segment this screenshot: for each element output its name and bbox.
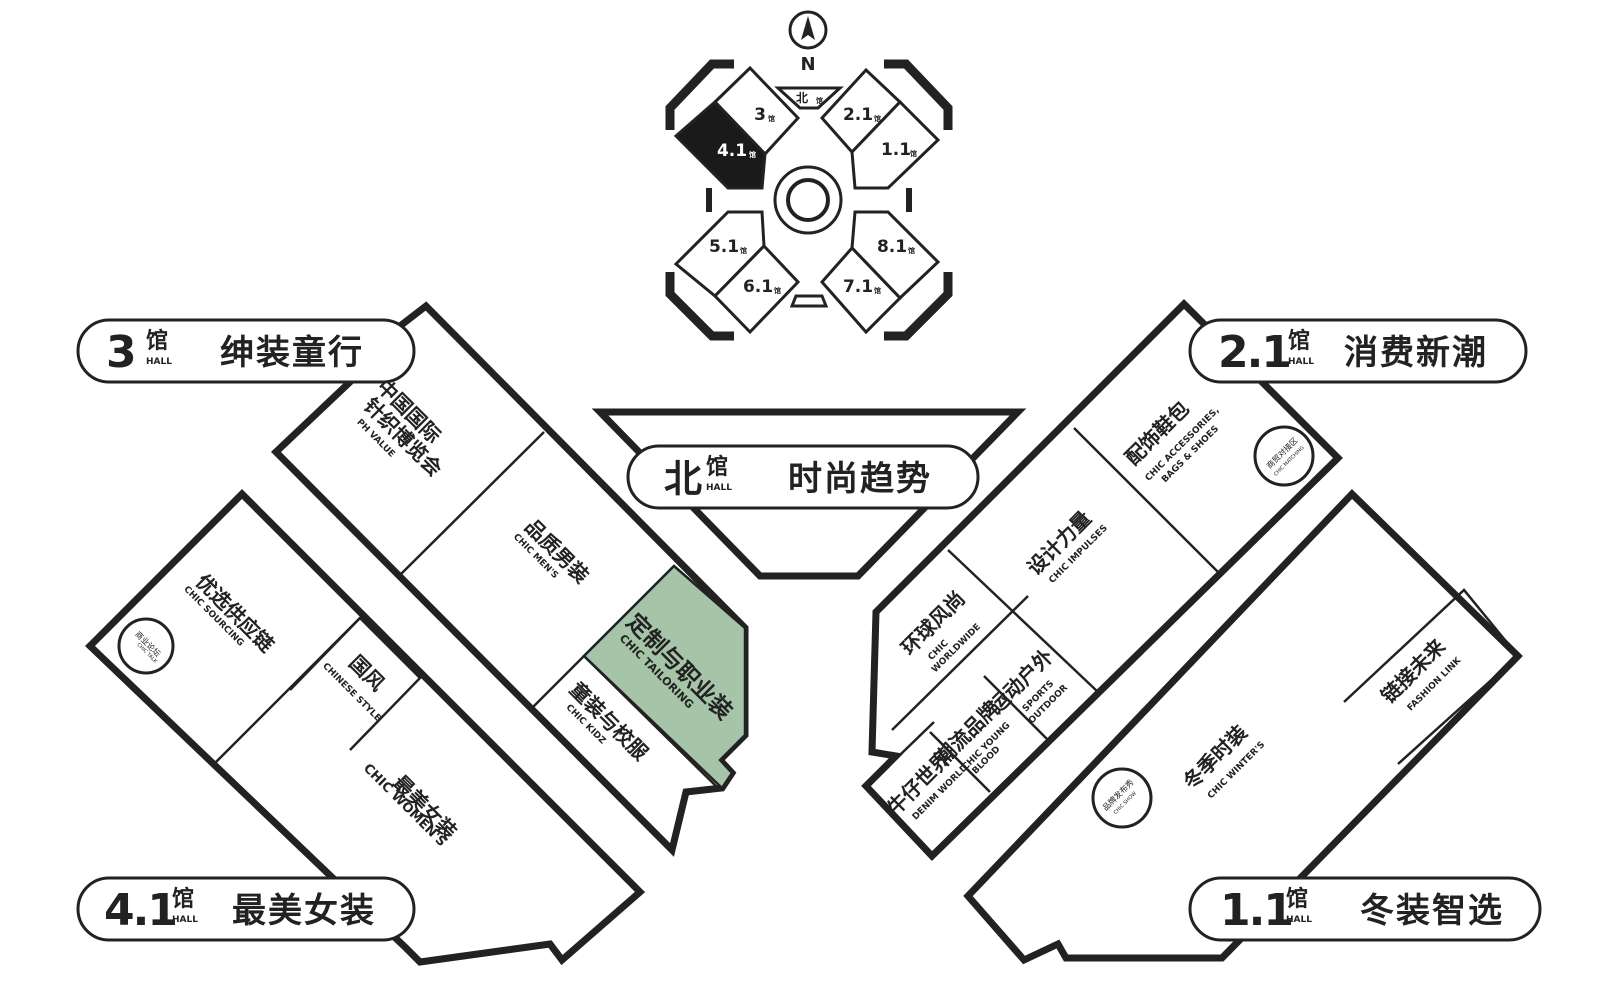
minimap-label-61: 6.1 <box>743 277 773 297</box>
minimap-hall-41[interactable] <box>673 99 767 190</box>
hall-11-outline[interactable] <box>963 489 1523 965</box>
hall-pill-21-guan: 馆 <box>1288 328 1310 354</box>
minimap-bracket-nw <box>665 59 734 130</box>
hall-21-divider-4 <box>983 675 1051 743</box>
minimap-hall-11[interactable] <box>850 99 941 190</box>
minimap-hall-71[interactable] <box>820 245 903 335</box>
minimap-sub-51: 馆 <box>740 246 747 255</box>
minimap-sub-3: 馆 <box>768 114 775 123</box>
minimap-label-41: 4.1 <box>717 141 747 161</box>
minimap-hall-81[interactable] <box>850 210 941 301</box>
minimap-bracket-se <box>884 272 953 341</box>
hall-pill-21-number: 2.1 <box>1218 327 1290 378</box>
minimap-halls <box>673 65 941 335</box>
minimap-label-81: 8.1 <box>877 237 907 257</box>
hall-21-divider-6 <box>871 721 935 783</box>
hall-pill-11-guan: 馆 <box>1286 886 1308 912</box>
hall-pill-north-bg <box>626 444 980 510</box>
hall-pill-11-number: 1.1 <box>1220 885 1292 936</box>
hall-pill-3-bg <box>76 318 416 384</box>
compass-arrow-icon <box>801 16 815 40</box>
minimap-hall-51[interactable] <box>673 210 766 299</box>
minimap-west-block <box>706 188 712 212</box>
minimap-bracket-sw <box>665 272 734 341</box>
hall-pill-3-en: HALL <box>146 357 172 367</box>
hall-pill-41-en: HALL <box>172 915 198 925</box>
minimap-hall-north[interactable] <box>774 86 844 110</box>
minimap-sub-61: 馆 <box>774 286 781 295</box>
minimap-sub-north: 馆 <box>816 96 823 105</box>
hall-pill-north-guan: 馆 <box>706 454 728 480</box>
hall-11-fashionlink-box <box>1343 588 1520 765</box>
hall-pill-41-guan: 馆 <box>172 886 194 912</box>
hall-21-divider-1 <box>1073 427 1219 573</box>
minimap-label-21: 2.1 <box>843 105 873 125</box>
minimap-label-51: 5.1 <box>709 237 739 257</box>
hall-pill-11-name: 冬装智选 <box>1360 891 1504 931</box>
minimap-bracket-ne <box>884 59 953 130</box>
hall-pill-north-number: 北 <box>664 457 702 501</box>
hall-21-divider-3 <box>891 595 1029 731</box>
minimap-label-71: 7.1 <box>843 277 873 297</box>
zone-tailoring-area[interactable] <box>582 564 747 790</box>
badge-matching[interactable] <box>1253 425 1315 487</box>
minimap: 北 馆 3 馆 2.1 馆 1.1 馆 4.1 馆 5.1 馆 8.1 馆 6.… <box>665 59 953 341</box>
hall-pill-41-name: 最美女装 <box>232 891 376 931</box>
hall-pill-3-number: 3 <box>106 327 135 378</box>
hall-3-divider-1 <box>399 431 545 576</box>
hall-pill-41[interactable]: 4.1 馆 HALL 最美女装 <box>76 876 416 942</box>
hall-21-divider-2 <box>947 549 1099 693</box>
hall-pill-41-number: 4.1 <box>104 885 176 936</box>
hall-pill-41-bg <box>76 876 416 942</box>
compass: N <box>788 10 828 75</box>
hall-pill-21-bg <box>1188 318 1528 384</box>
minimap-sub-41: 馆 <box>749 150 756 159</box>
minimap-plaza-inner <box>786 178 830 222</box>
hall-pill-north[interactable]: 北 馆 HALL 时尚趋势 <box>626 444 980 510</box>
minimap-hall-61[interactable] <box>712 243 801 335</box>
hall-pill-3[interactable]: 3 馆 HALL 绅装童行 <box>76 318 416 384</box>
hall-pill-3-name: 绅装童行 <box>220 333 364 373</box>
minimap-south-block <box>789 294 829 308</box>
minimap-label-3: 3 <box>754 105 766 125</box>
right-complex <box>861 299 1523 965</box>
minimap-east-block <box>906 188 912 212</box>
badge-show[interactable] <box>1091 767 1153 829</box>
hall-21-outline[interactable] <box>861 299 1343 861</box>
hall-pill-11[interactable]: 1.1 馆 HALL 冬装智选 <box>1188 876 1542 942</box>
hall-pill-north-en: HALL <box>706 483 732 493</box>
hall-21-divider-5 <box>929 731 991 793</box>
minimap-sub-81: 馆 <box>908 246 915 255</box>
minimap-label-north: 北 <box>796 90 808 105</box>
minimap-sub-71: 馆 <box>874 286 881 295</box>
badge-talk[interactable] <box>117 617 175 675</box>
hall-pill-21[interactable]: 2.1 馆 HALL 消费新潮 <box>1188 318 1528 384</box>
minimap-sub-11: 馆 <box>910 149 917 158</box>
hall-pill-21-name: 消费新潮 <box>1344 333 1488 373</box>
circle-badges: 商业论坛 CHIC TALK 商贸对接区 CHIC MATCHING 品牌发布秀… <box>117 425 1315 829</box>
minimap-sub-21: 馆 <box>874 114 881 123</box>
hall-chinese-box <box>289 616 422 751</box>
hall-pill-north-name: 时尚趋势 <box>788 459 932 499</box>
hall-41-outline[interactable] <box>84 489 646 966</box>
hall-pill-21-en: HALL <box>1288 357 1314 367</box>
minimap-label-11: 1.1 <box>881 140 911 160</box>
compass-letter: N <box>800 54 815 75</box>
left-complex <box>84 301 749 966</box>
hall-pill-11-bg <box>1188 876 1542 942</box>
hall-pill-3-guan: 馆 <box>146 328 168 354</box>
hall-pill-11-en: HALL <box>1286 915 1312 925</box>
